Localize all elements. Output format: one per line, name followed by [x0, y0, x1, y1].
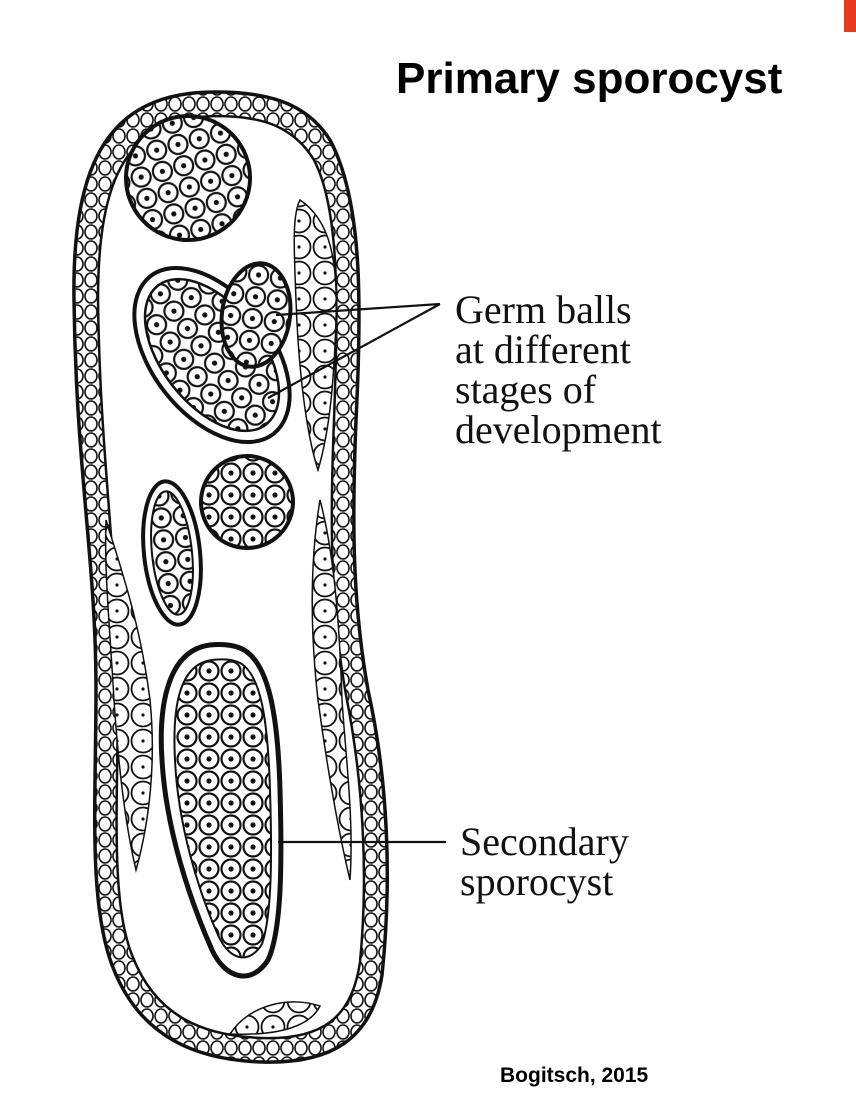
- germ-balls-label-line-2: at different: [455, 327, 631, 372]
- germ-ball-slender: [141, 479, 203, 627]
- secondary-label-line-1: Secondary: [460, 819, 629, 864]
- corner-accent-mark: [844, 0, 856, 32]
- germ-balls-label-line-1: Germ balls: [455, 287, 632, 332]
- secondary-label-line-2: sporocyst: [460, 859, 614, 904]
- germ-ball-round-middle: [199, 454, 295, 550]
- germ-balls-label: Germ balls at different stages of develo…: [455, 290, 662, 450]
- germ-balls-label-line-3: stages of: [455, 367, 597, 412]
- secondary-sporocyst: [158, 641, 284, 979]
- citation: Bogitsch, 2015: [500, 1064, 649, 1087]
- leader-line-germ-ball-large: [267, 303, 441, 399]
- leader-lines: [267, 302, 446, 844]
- leader-line-germ-ball-small: [275, 302, 441, 317]
- page-title: Primary sporocyst: [396, 54, 783, 103]
- germ-ball-small-right: [219, 261, 293, 369]
- germ-ball-top: [124, 114, 252, 242]
- germ-balls-label-line-4: development: [455, 407, 662, 452]
- secondary-sporocyst-label: Secondary sporocyst: [460, 822, 629, 902]
